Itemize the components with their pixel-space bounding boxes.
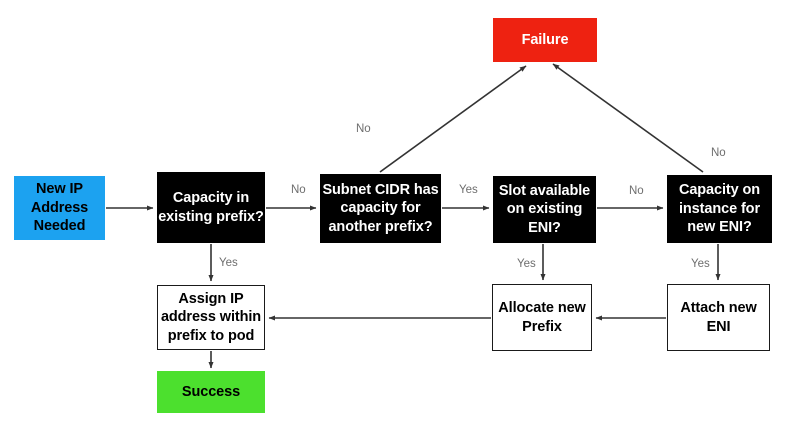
node-capacity-in-existing-prefix[interactable]: Capacity in existing prefix? (157, 172, 265, 243)
edge-label-subnet-cidr-no-to-failure: No (356, 123, 371, 135)
node-capacity-on-instance-for-new-eni[interactable]: Capacity on instance for new ENI? (667, 175, 772, 243)
edge-subnet-cidr-no-to-failure (379, 65, 527, 173)
node-subnet-cidr-has-capacity[interactable]: Subnet CIDR has capacity for another pre… (320, 174, 441, 243)
edge-label-subnet-cidr-yes-to-slot-available: Yes (459, 184, 478, 196)
edge-label-capacity-existing-prefix-no-to-subnet-cidr: No (291, 184, 306, 196)
node-success[interactable]: Success (157, 371, 265, 413)
edge-label-capacity-on-instance-yes-to-attach-new-eni: Yes (691, 258, 710, 270)
node-attach-new-eni[interactable]: Attach new ENI (667, 284, 770, 351)
node-failure[interactable]: Failure (493, 18, 597, 62)
edge-label-slot-available-yes-to-allocate-new-prefix: Yes (517, 258, 536, 270)
edge-label-capacity-on-instance-no-to-failure: No (711, 147, 726, 159)
node-new-ip-address-needed[interactable]: New IP Address Needed (14, 176, 105, 240)
node-allocate-new-prefix[interactable]: Allocate new Prefix (492, 284, 592, 351)
edge-label-capacity-existing-prefix-yes-to-assign-ip: Yes (219, 257, 238, 269)
edge-capacity-on-instance-no-to-failure (552, 63, 704, 173)
edge-label-slot-available-no-to-capacity-on-instance: No (629, 185, 644, 197)
node-slot-available-on-existing-eni[interactable]: Slot available on existing ENI? (493, 176, 596, 243)
node-assign-ip-address-within-prefix-to-pod[interactable]: Assign IP address within prefix to pod (157, 285, 265, 350)
